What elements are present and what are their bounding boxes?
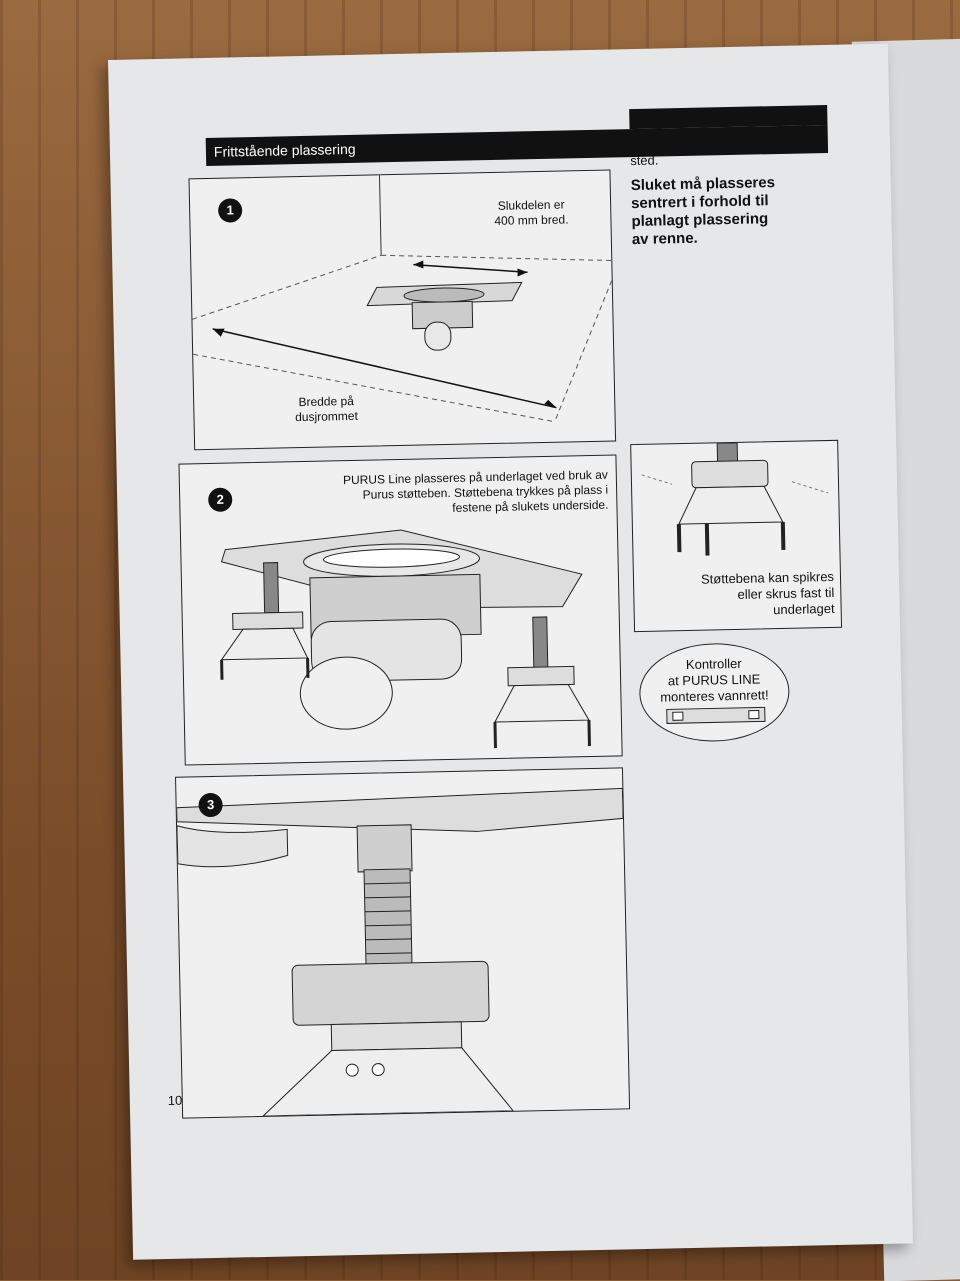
spirit-level-icon	[639, 643, 789, 742]
support-leg-panel: Støttebena kan spikres eller skrus fast …	[630, 440, 842, 632]
height-adjustment-closeup-diagram	[176, 768, 629, 1117]
side-instruction: Gjør plass for sluket på ønsket sted.	[630, 133, 821, 169]
section-title: Frittstående plassering	[214, 141, 356, 160]
manual-page: Frittstående plassering 1 Slukdelen er 4…	[108, 44, 913, 1260]
drain-width-label: Slukdelen er 400 mm bred.	[486, 197, 577, 229]
title-bar-extension	[629, 105, 827, 129]
level-check-note: Kontroller at PURUS LINE monteres vannre…	[638, 642, 790, 743]
room-width-label: Bredde på dusjrommet	[286, 394, 367, 426]
step-2-panel: 2 PURUS Line plasseres på underlaget ved…	[178, 454, 622, 765]
support-leg-caption: Støttebena kan spikres eller skrus fast …	[674, 569, 835, 620]
page-number: 10	[168, 1093, 183, 1108]
step-1-panel: 1 Slukdelen er 400 mm bred. Bredde på du…	[188, 170, 616, 451]
step-3-panel: 3	[175, 767, 630, 1118]
step-2-text: PURUS Line plasseres på underlaget ved b…	[322, 468, 609, 519]
